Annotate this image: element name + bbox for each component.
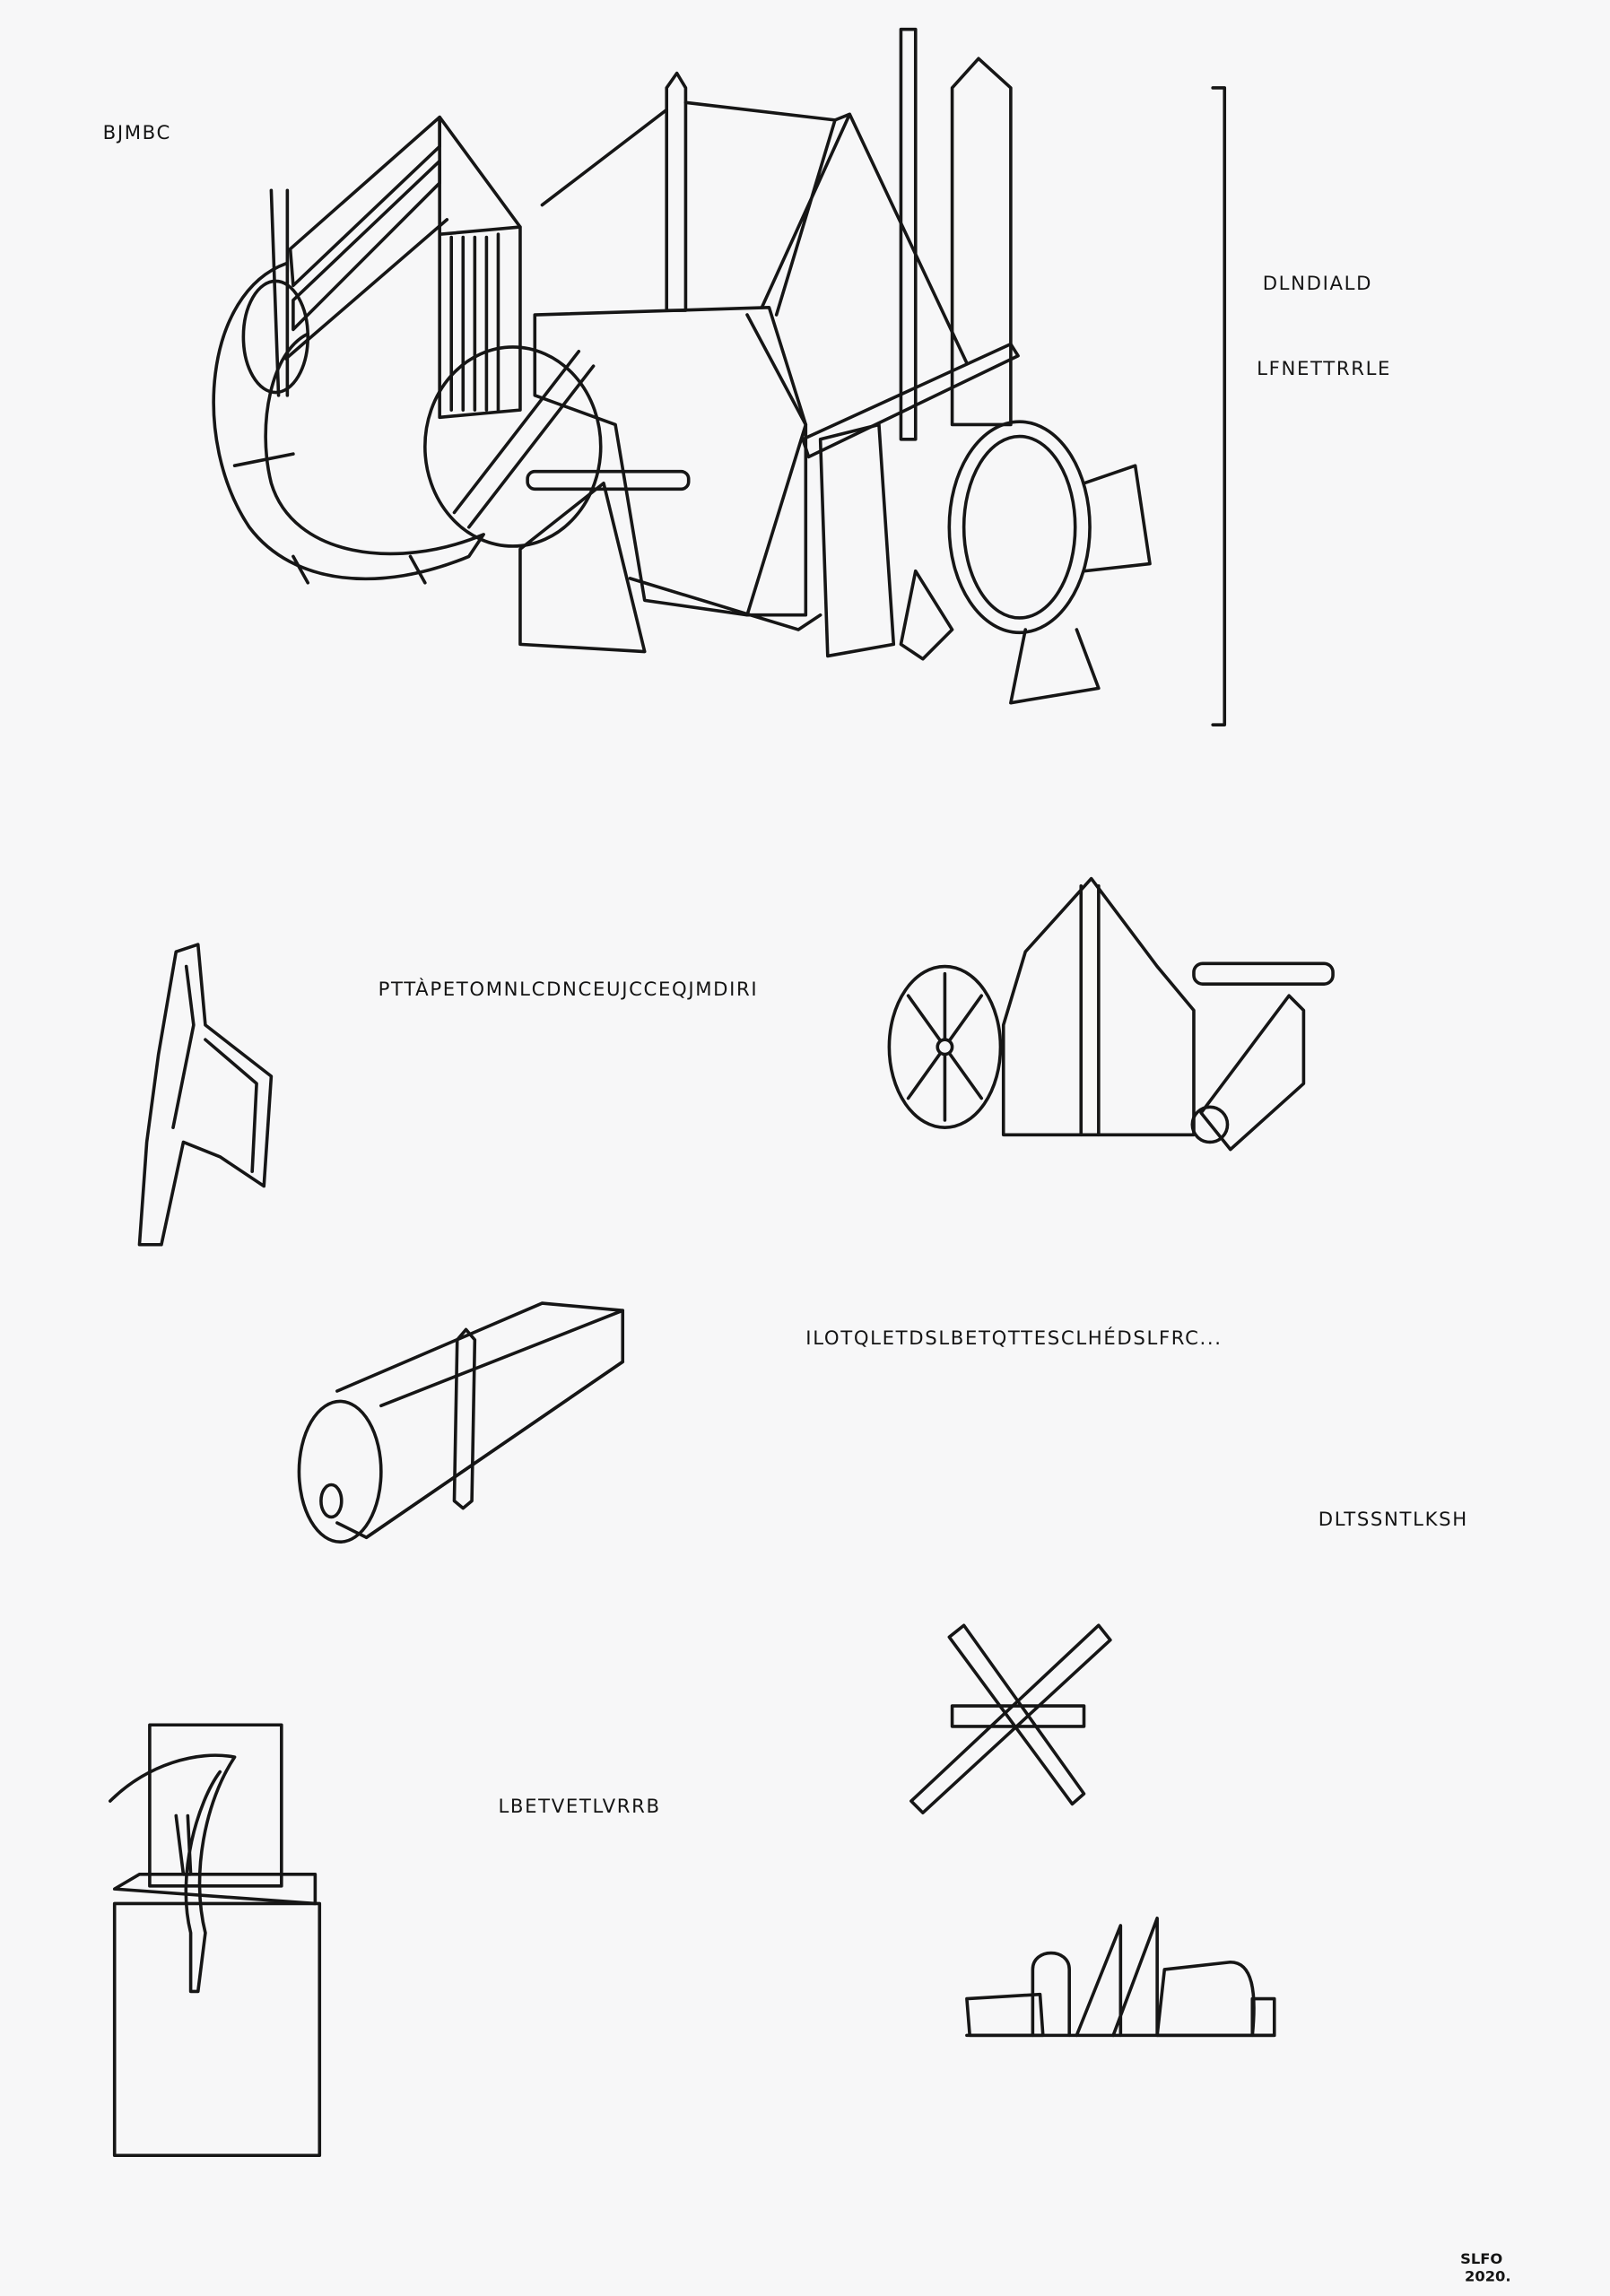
label-lower-left: LBETVETLVRRB <box>498 1796 660 1818</box>
signature-name: SLFO <box>1460 2250 1502 2267</box>
label-middle-2: ILOTQLETDSLBETQTTESCLHÉDSLFRC... <box>805 1326 1222 1350</box>
log-sculpture <box>297 1301 625 1544</box>
top-sculpture-composition <box>212 27 1227 726</box>
label-middle-3: DLTSSNTLKSH <box>1318 1509 1468 1531</box>
pile-sculpture <box>965 1916 1276 2038</box>
label-right-1: DLNDIALD <box>1263 273 1372 295</box>
label-top-left: BJMBC <box>103 122 171 144</box>
label-right-2: LFNETTRRLE <box>1257 358 1391 380</box>
folded-sculpture <box>137 943 274 1247</box>
signature-year: 2020. <box>1465 2268 1511 2285</box>
cross-sculpture <box>909 1623 1112 1815</box>
wheel-house-sculpture <box>887 876 1335 1152</box>
label-middle-1: PTTÀPETOMNLCDNCEUJCCEQJMDIRI <box>379 978 759 1001</box>
column-sculpture <box>109 1723 322 2158</box>
